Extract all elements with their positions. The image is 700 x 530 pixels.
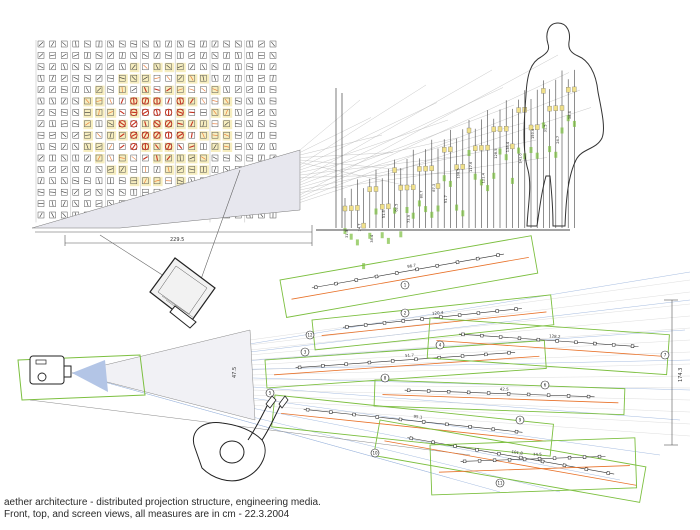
marker-number: 7 <box>664 353 667 358</box>
rod-height-label: 24.7 <box>556 136 560 144</box>
marker-number: 1 <box>404 283 407 288</box>
rod-height-label: 51.8 <box>382 209 386 218</box>
rod-height-label: 87.3 <box>432 184 436 192</box>
rod-height-label: 31.5 <box>543 124 547 132</box>
rod-height-label: 38.4 <box>370 234 374 243</box>
projection-beam <box>72 360 108 392</box>
marker-number: 12 <box>307 333 313 338</box>
marker-number: 11 <box>497 481 503 486</box>
panel-dimension-label: 42.5 <box>500 386 510 391</box>
marker-number: 8 <box>384 376 387 381</box>
rod-height-label: 117.6 <box>469 161 473 172</box>
rod-height-label: 138.4 <box>506 141 510 152</box>
marker-number: 2 <box>404 311 407 316</box>
rod-height-label: 73.9 <box>407 214 411 223</box>
panel-dimension-label: 51.7 <box>405 352 415 358</box>
side-view: 31.5 24.7 38.4 51.8 62.5 73.9 80.7 87.3 91.7 108.… <box>300 23 603 269</box>
rod-height-label: 141.6 <box>519 153 523 164</box>
front-width-label: 229.5 <box>170 237 184 243</box>
rod-height-label: 108.5 <box>457 168 461 178</box>
rod-height-label: 128.5 <box>494 149 498 159</box>
rod-height-label: 150.4 <box>531 128 535 139</box>
front-view-dimension: 229.5 <box>32 150 312 246</box>
marker-number: 4 <box>439 343 442 348</box>
panel-dimension-label: 120.4 <box>432 310 444 316</box>
panel: 96.7 <box>280 236 538 318</box>
marker-number: 3 <box>304 350 307 355</box>
rod-height-label: 80.7 <box>419 190 423 198</box>
marker-number: 5 <box>269 391 272 396</box>
rod-height-label: 62.5 <box>395 204 399 212</box>
panel-dimension-label: 95.1 <box>413 414 423 420</box>
rod-height-label: 91.7 <box>444 195 448 203</box>
panel-dimension-label: 74.5 <box>533 452 543 457</box>
rod-height-label: 38.4 <box>568 110 572 119</box>
projector-icon <box>30 356 71 384</box>
panel-dimension-label: 101.8 <box>511 449 524 456</box>
panel-dimension-label: 128.2 <box>549 333 561 339</box>
marker-number: 10 <box>372 451 378 456</box>
marker-number: 6 <box>544 383 547 388</box>
caption-line-2: Front, top, and screen views, all measur… <box>4 509 289 520</box>
caption-line-1: aether architecture - distributed projec… <box>4 497 321 508</box>
rod-height-label: 121.4 <box>481 172 485 183</box>
rod-height-label: 31.5 <box>345 230 349 238</box>
person-silhouette-icon <box>524 23 603 226</box>
overall-depth-label: 174.3 <box>678 368 684 382</box>
projector-distance-label: 47.5 <box>232 367 238 378</box>
marker-number: 9 <box>519 418 522 423</box>
